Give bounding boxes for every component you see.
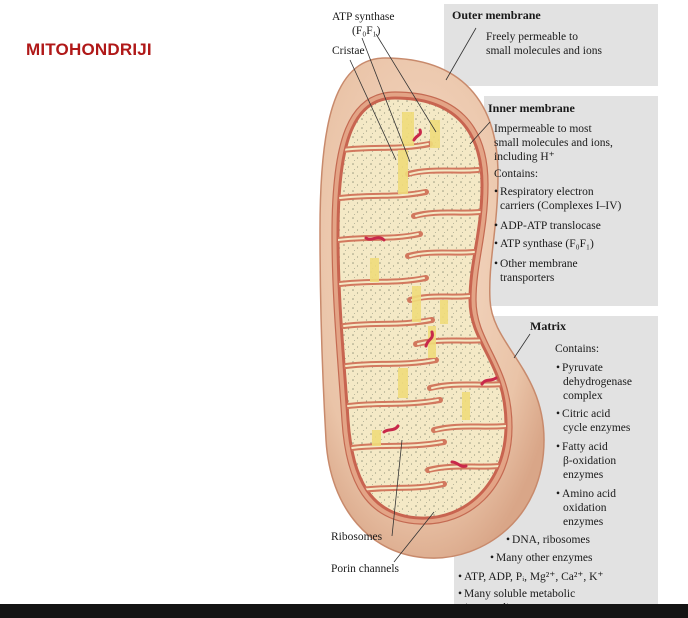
inner-membrane-item-cont: carriers (Complexes I–IV) [500, 199, 621, 213]
atp-synthase-subscript: (F₀F₁) [352, 24, 380, 38]
matrix-item-cont: enzymes [563, 468, 603, 482]
matrix-item-cont: β-oxidation [563, 454, 616, 468]
inner-membrane-contains: Contains: [494, 167, 538, 181]
inner-membrane-item: Respiratory electron [494, 185, 594, 199]
matrix-contains: Contains: [555, 342, 599, 356]
matrix-item: Many soluble metabolic [458, 587, 575, 601]
matrix-item: Citric acid [556, 407, 610, 421]
matrix-item: Many other enzymes [490, 551, 592, 565]
outer-membrane-line: small molecules and ions [486, 44, 602, 58]
outer-membrane-line: Freely permeable to [486, 30, 578, 44]
matrix-item: DNA, ribosomes [506, 533, 590, 547]
matrix-item: Pyruvate [556, 361, 603, 375]
matrix-item-cont: oxidation [563, 501, 606, 515]
inner-membrane-line: Impermeable to most [494, 122, 592, 136]
inner-membrane-line: small molecules and ions, [494, 136, 613, 150]
matrix-item-cont: cycle enzymes [563, 421, 630, 435]
ribosomes-label: Ribosomes [331, 530, 382, 544]
inner-membrane-line: including H⁺ [494, 150, 555, 164]
matrix-item: Amino acid [556, 487, 616, 501]
inner-membrane-item: Other membrane [494, 257, 578, 271]
matrix-item-cont: complex [563, 389, 603, 403]
bottom-bar [0, 604, 688, 618]
cristae-label: Cristae [332, 44, 365, 58]
matrix-heading: Matrix [530, 319, 566, 333]
porin-channels-label: Porin channels [331, 562, 399, 576]
matrix-item-cont: dehydrogenase [563, 375, 632, 389]
outer-membrane-heading: Outer membrane [452, 8, 541, 22]
matrix-item: ATP, ADP, Pᵢ, Mg²⁺, Ca²⁺, K⁺ [458, 570, 604, 584]
inner-membrane-item: ATP synthase (F₀F₁) [494, 237, 594, 251]
inner-membrane-heading: Inner membrane [488, 101, 575, 115]
matrix-item-cont: enzymes [563, 515, 603, 529]
inner-membrane-item: ADP-ATP translocase [494, 219, 601, 233]
atp-synthase-label: ATP synthase [332, 10, 395, 24]
inner-membrane-item-cont: transporters [500, 271, 554, 285]
matrix-item: Fatty acid [556, 440, 608, 454]
